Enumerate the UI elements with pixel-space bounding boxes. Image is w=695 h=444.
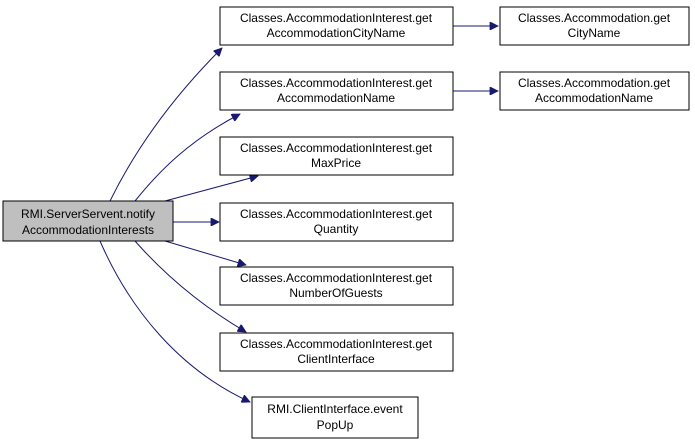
node-get-client-interface-line2: ClientInterface	[297, 352, 375, 366]
edge-root-to-get-accommodation-name	[134, 113, 240, 202]
node-get-accommodation-city-name-line1: Classes.AccommodationInterest.get	[240, 11, 433, 25]
node-accommodation-get-accommodation-name-line2: AccommodationName	[535, 91, 653, 105]
node-get-accommodation-name[interactable]: Classes.AccommodationInterest.get Accomm…	[219, 71, 454, 111]
node-get-number-of-guests-line1: Classes.AccommodationInterest.get	[240, 271, 433, 285]
node-root-notify-accommodation-interests[interactable]: RMI.ServerServent.notify AccommodationIn…	[2, 200, 174, 242]
edge-root-to-event-popup	[99, 240, 250, 402]
edge-root-to-get-number-of-guests	[164, 240, 246, 265]
node-get-max-price[interactable]: Classes.AccommodationInterest.get MaxPri…	[219, 136, 454, 176]
node-event-popup[interactable]: RMI.ClientInterface.event PopUp	[251, 396, 419, 439]
edge-root-to-get-max-price	[164, 176, 258, 202]
node-get-number-of-guests[interactable]: Classes.AccommodationInterest.get Number…	[219, 266, 454, 306]
node-get-accommodation-name-line1: Classes.AccommodationInterest.get	[240, 76, 433, 90]
edge-root-to-get-client-interface	[134, 240, 246, 332]
node-root-line2: AccommodationInterests	[22, 223, 154, 237]
node-event-popup-line2: PopUp	[317, 418, 354, 432]
edge-root-to-get-accommodation-city-name	[109, 48, 222, 202]
node-get-max-price-line1: Classes.AccommodationInterest.get	[240, 141, 433, 155]
node-get-number-of-guests-line2: NumberOfGuests	[289, 286, 382, 300]
node-get-quantity-line1: Classes.AccommodationInterest.get	[240, 207, 433, 221]
node-accommodation-get-city-name-line1: Classes.Accommodation.get	[518, 11, 671, 25]
node-get-accommodation-city-name[interactable]: Classes.AccommodationInterest.get Accomm…	[219, 6, 454, 46]
node-get-accommodation-name-line2: AccommodationName	[277, 91, 395, 105]
node-root-line1: RMI.ServerServent.notify	[21, 207, 155, 221]
node-event-popup-line1: RMI.ClientInterface.event	[267, 402, 403, 416]
node-get-quantity-line2: Quantity	[314, 222, 359, 236]
node-get-quantity[interactable]: Classes.AccommodationInterest.get Quanti…	[219, 202, 454, 242]
node-get-max-price-line2: MaxPrice	[311, 156, 361, 170]
node-accommodation-get-accommodation-name[interactable]: Classes.Accommodation.get AccommodationN…	[499, 71, 690, 111]
node-get-client-interface-line1: Classes.AccommodationInterest.get	[240, 337, 433, 351]
node-get-client-interface[interactable]: Classes.AccommodationInterest.get Client…	[219, 332, 454, 372]
edges	[99, 26, 498, 402]
node-get-accommodation-city-name-line2: AccommodationCityName	[267, 26, 406, 40]
node-accommodation-get-accommodation-name-line1: Classes.Accommodation.get	[518, 76, 671, 90]
node-accommodation-get-city-name-line2: CityName	[568, 26, 621, 40]
node-accommodation-get-city-name[interactable]: Classes.Accommodation.get CityName	[499, 6, 690, 46]
